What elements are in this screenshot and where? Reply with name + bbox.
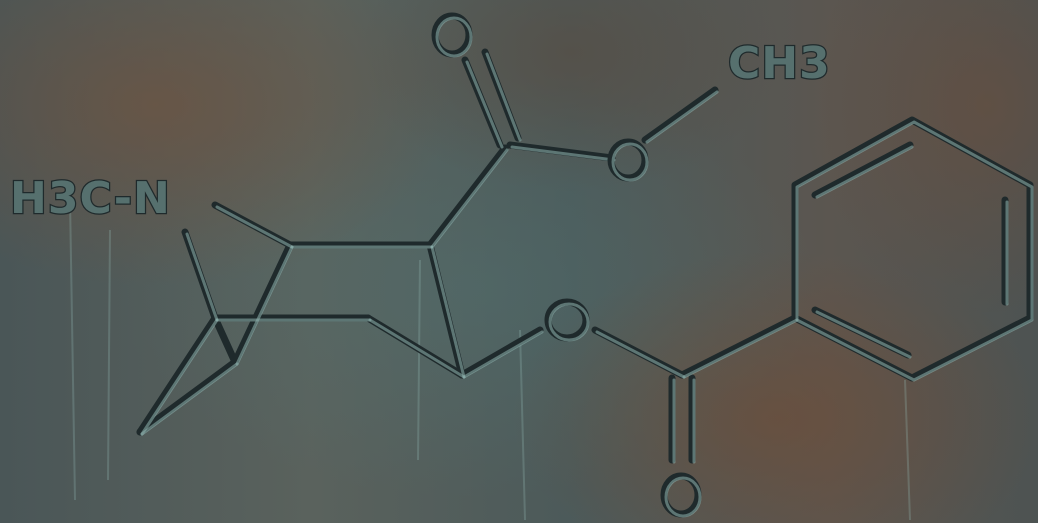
oxygen-atom-top (431, 12, 473, 58)
bond-ring-ester-o (458, 326, 544, 379)
bonds (136, 48, 1034, 464)
label-amine: H3C-N (10, 173, 171, 224)
oxygen-atom-ester-bottom (544, 298, 590, 342)
bond-ester-top (506, 141, 616, 162)
bonds-highlight (140, 52, 1034, 464)
benzene-double-1 (811, 141, 914, 199)
patina-streaks (69, 199, 911, 521)
bond-bridge-down (136, 314, 219, 436)
oxygen-atoms (431, 12, 702, 518)
label-methyl-top: CH3 (728, 38, 831, 89)
bond-ring-left (231, 241, 294, 366)
bond-bridge-back (211, 314, 239, 366)
bond-carbonyl-benzene (678, 314, 799, 379)
bond-carbonyl-ring (426, 144, 509, 249)
oxygen-atom-bottom (660, 472, 702, 518)
oxygen-atom-ester-top (607, 138, 649, 182)
bond-bridge-diag (136, 358, 239, 436)
bond-o-ch3 (641, 86, 719, 144)
